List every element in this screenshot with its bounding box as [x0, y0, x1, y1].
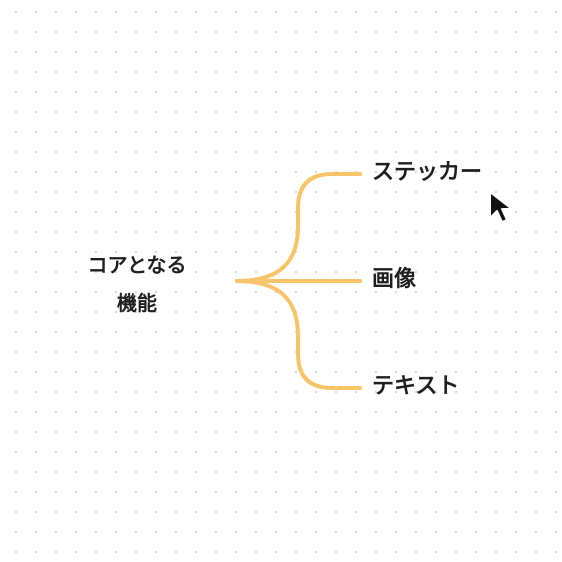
branch-node-text[interactable]: テキスト — [372, 374, 460, 399]
connector-text — [235, 279, 362, 390]
root-node-label[interactable]: コアとなる 機能 — [87, 253, 187, 315]
branch-node-sticker[interactable]: ステッカー — [372, 160, 483, 185]
branch-node-image[interactable]: 画像 — [372, 267, 417, 292]
mouse-pointer-icon — [489, 191, 513, 223]
mindmap-connectors — [235, 172, 362, 390]
connector-sticker — [235, 172, 362, 283]
